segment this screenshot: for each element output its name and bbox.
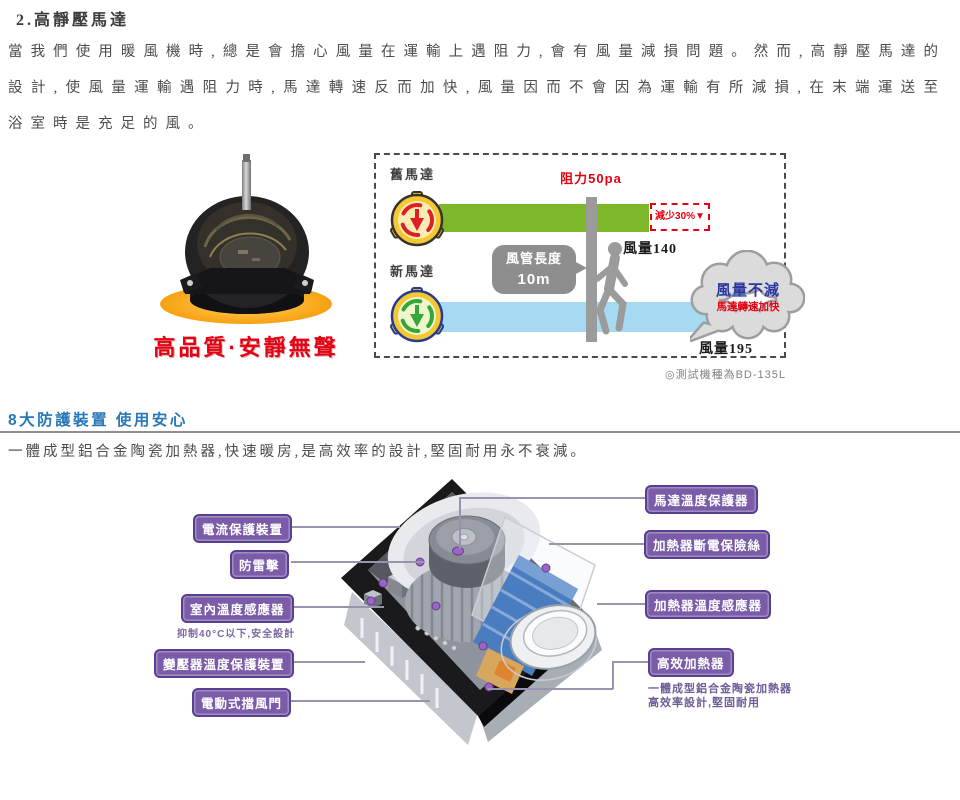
- section1-paragraph: 當我們使用暖風機時,總是會擔心風量在運輸上遇阻力,會有風量減損問題。然而,高靜壓…: [8, 44, 946, 132]
- motor-photo: [160, 154, 332, 324]
- label-lightning-protection: 防雷擊: [230, 550, 289, 579]
- connector-line: [612, 661, 614, 689]
- speech-cloud: [690, 250, 805, 342]
- bubble-tail: [574, 261, 587, 275]
- airflow-comparison-panel: 舊馬達 新馬達 阻力50pa 減少30%▼ 風量140 風量195 風管長度 1…: [374, 153, 786, 358]
- label-heater-temp-sensor: 加熱器溫度感應器: [645, 590, 772, 619]
- label-room-temp-sensor: 室內溫度感應器: [181, 594, 294, 623]
- label-transformer-temp-protection: 變壓器溫度保護裝置: [154, 649, 294, 678]
- connector-line: [289, 606, 384, 608]
- label-electric-damper: 電動式擋風門: [192, 688, 292, 717]
- connector-line: [459, 497, 461, 549]
- connector-line: [612, 661, 648, 663]
- test-model-footnote: ◎測試機種為BD-135L: [664, 369, 786, 381]
- new-motor-fan-icon: [389, 287, 445, 343]
- connector-line: [288, 700, 430, 702]
- connector-line: [459, 497, 646, 499]
- connector-line: [291, 561, 424, 563]
- label-heater-fuse: 加熱器斷電保險絲: [644, 530, 771, 559]
- connector-line: [549, 543, 645, 545]
- old-motor-fan-icon: [389, 191, 445, 247]
- decrease-label: 減少30%: [655, 211, 696, 222]
- label-heater-note-2: 高效率設計,堅固耐用: [648, 697, 761, 709]
- duct-length-value: 10m: [517, 270, 551, 288]
- duct-length-text: 風管長度: [505, 251, 562, 266]
- heater-exploded-illustration: [341, 479, 602, 745]
- connector-line: [288, 526, 400, 528]
- flow-new-value: 風量195: [699, 342, 753, 357]
- old-airflow-bar: [439, 204, 649, 232]
- blower-fan: [387, 492, 541, 642]
- cloud-text-flow: 風量不減: [715, 282, 780, 299]
- connector-line: [488, 688, 613, 690]
- label-high-efficiency-heater: 高效加熱器: [648, 648, 734, 677]
- connector-line: [597, 603, 646, 605]
- resistance-label: 阻力50pa: [560, 171, 622, 186]
- cloud-text-speed: 馬達轉速加快: [716, 301, 780, 313]
- section2-paragraph: 一體成型鋁合金陶瓷加熱器,快速暖房,是高效率的設計,堅固耐用永不衰減。: [8, 444, 588, 460]
- walking-person-icon: [594, 242, 628, 335]
- label-current-protection: 電流保護裝置: [193, 514, 293, 543]
- section2-divider: [0, 431, 960, 433]
- motor-quality-caption: 高品質·安靜無聲: [153, 335, 339, 360]
- down-arrow-icon: ▼: [695, 211, 705, 222]
- duct-collar: [500, 604, 597, 681]
- section1-title: 2.高靜壓馬達: [16, 12, 130, 29]
- old-motor-label: 舊馬達: [390, 167, 436, 182]
- label-room-temp-sensor-note: 抑制40°C以下,安全設計: [177, 629, 296, 640]
- label-heater-note-1: 一體成型鋁合金陶瓷加熱器: [648, 683, 792, 695]
- new-airflow-bar: [439, 302, 712, 332]
- sensor-dots: [366, 557, 551, 692]
- connector-line: [289, 661, 365, 663]
- flow-old-value: 風量140: [623, 242, 677, 257]
- duct-length-bubble: 風管長度 10m: [492, 245, 576, 294]
- resistance-wall: [586, 197, 597, 342]
- new-motor-label: 新馬達: [390, 264, 436, 279]
- decrease-30-box: 減少30%▼: [650, 203, 710, 231]
- label-motor-temp-protector: 馬達溫度保護器: [645, 485, 758, 514]
- section2-title: 8大防護裝置 使用安心: [8, 412, 188, 429]
- motor-body: [180, 154, 314, 314]
